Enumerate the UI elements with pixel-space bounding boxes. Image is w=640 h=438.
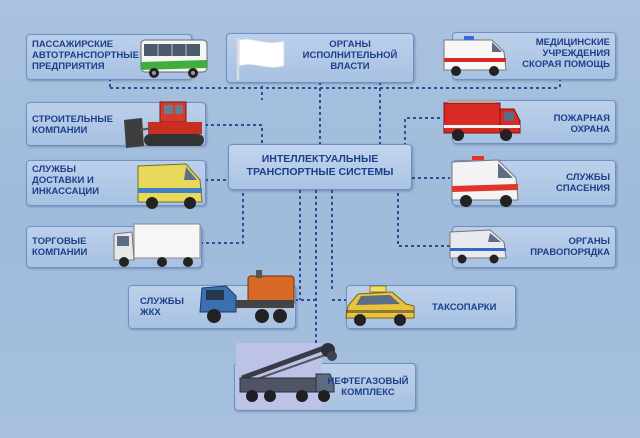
bus-icon xyxy=(140,39,208,78)
node-police-label: ОРГАНЫ ПРАВОПОРЯДКА xyxy=(530,236,610,258)
box-truck-icon xyxy=(113,223,201,267)
node-oilgas-label: НЕФТЕГАЗОВЫЙ КОМПЛЕКС xyxy=(327,376,409,398)
cash-van-icon xyxy=(137,163,203,209)
police-van-icon xyxy=(449,229,507,264)
center-node: ИНТЕЛЛЕКТУАЛЬНЫЕ ТРАНСПОРТНЫЕ СИСТЕМЫ xyxy=(228,144,412,190)
node-fire-label: ПОЖАРНАЯ ОХРАНА xyxy=(553,113,610,135)
node-construction-label: СТРОИТЕЛЬНЫЕ КОМПАНИИ xyxy=(32,114,113,136)
node-taxi-label: ТАКСОПАРКИ xyxy=(432,302,497,313)
fire-truck-icon xyxy=(443,99,521,141)
police-connector xyxy=(397,190,450,247)
node-medical-label: МЕДИЦИНСКИЕ УЧРЕЖДЕНИЯ СКОРАЯ ПОМОЩЬ xyxy=(522,37,610,70)
center-node-label: ИНТЕЛЛЕКТУАЛЬНЫЕ ТРАНСПОРТНЫЕ СИСТЕМЫ xyxy=(246,153,394,178)
ambulance-icon xyxy=(443,36,507,76)
node-utilities-label: СЛУЖБЫ ЖКХ xyxy=(140,296,184,318)
white-flag-icon xyxy=(236,38,285,80)
node-rescue-label: СЛУЖБЫ СПАСЕНИЯ xyxy=(555,172,610,194)
node-delivery-label: СЛУЖБЫ ДОСТАВКИ И ИНКАССАЦИИ xyxy=(32,164,100,197)
bulldozer-icon xyxy=(124,101,204,148)
node-passenger-label: ПАССАЖИРСКИЕ АВТОТРАНСПОРТНЫЕ ПРЕДПРИЯТИ… xyxy=(32,39,139,72)
rescue-van-icon xyxy=(451,156,519,207)
node-trade-label: ТОРГОВЫЕ КОМПАНИИ xyxy=(32,236,88,258)
drilling-rig-truck-icon xyxy=(239,343,337,402)
fire-connector xyxy=(404,117,440,144)
node-authorities-label: ОРГАНЫ ИСПОЛНИТЕЛЬНОЙ ВЛАСТИ xyxy=(302,39,398,72)
garbage-truck-icon xyxy=(199,270,295,323)
construction-connector xyxy=(205,124,263,144)
taxi-icon xyxy=(345,285,415,326)
trade-connector xyxy=(200,190,244,244)
